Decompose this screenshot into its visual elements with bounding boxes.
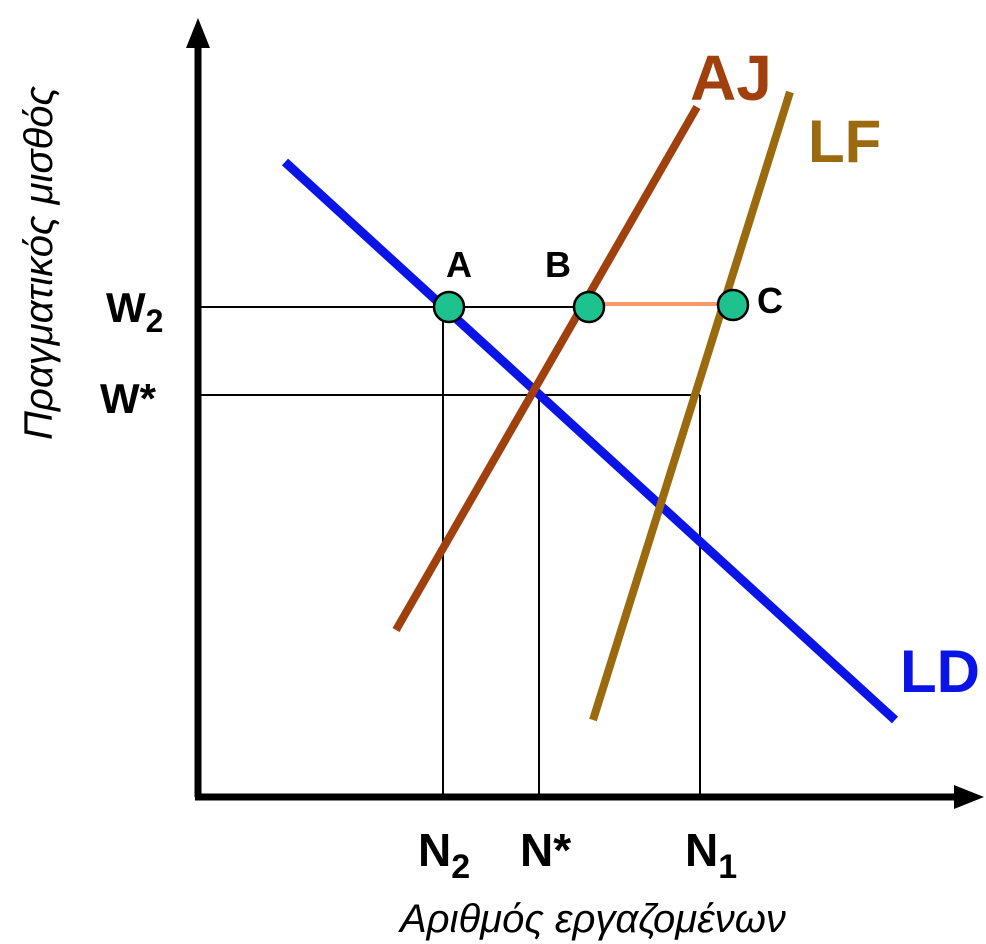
- n2-main: N: [418, 824, 451, 876]
- point-b-marker: [572, 290, 606, 324]
- ld-curve-label: LD: [900, 638, 980, 705]
- x-axis-arrowhead: [954, 785, 984, 809]
- n1-subscript: 1: [718, 848, 737, 886]
- point-c-label: C: [757, 280, 783, 321]
- w2-subscript: 2: [146, 303, 164, 339]
- aj-curve: [392, 105, 701, 632]
- n-star-tick-label: N*: [520, 824, 571, 876]
- x-axis-title: Αριθμός εργαζομένων: [398, 897, 786, 941]
- point-b-label: B: [545, 244, 571, 285]
- ld-curve: [281, 158, 899, 724]
- w2-tick-label: W2: [106, 284, 163, 339]
- n2-subscript: 2: [451, 848, 470, 886]
- n1-tick-label: N1: [685, 824, 737, 886]
- w-star-tick-label: W*: [100, 375, 157, 422]
- y-axis-title: Πραγματικός μισθός: [17, 86, 61, 440]
- point-a-label: A: [446, 244, 472, 285]
- guide-lines: [198, 306, 701, 797]
- n1-main: N: [685, 824, 718, 876]
- aj-curve-label: AJ: [690, 42, 772, 114]
- y-axis-arrowhead: [186, 18, 210, 48]
- w2-main: W: [106, 284, 146, 331]
- point-a-marker: [432, 290, 466, 324]
- lf-curve: [589, 90, 794, 722]
- point-c-marker: [716, 288, 750, 322]
- lf-curve-label: LF: [808, 108, 881, 175]
- n2-tick-label: N2: [418, 824, 470, 886]
